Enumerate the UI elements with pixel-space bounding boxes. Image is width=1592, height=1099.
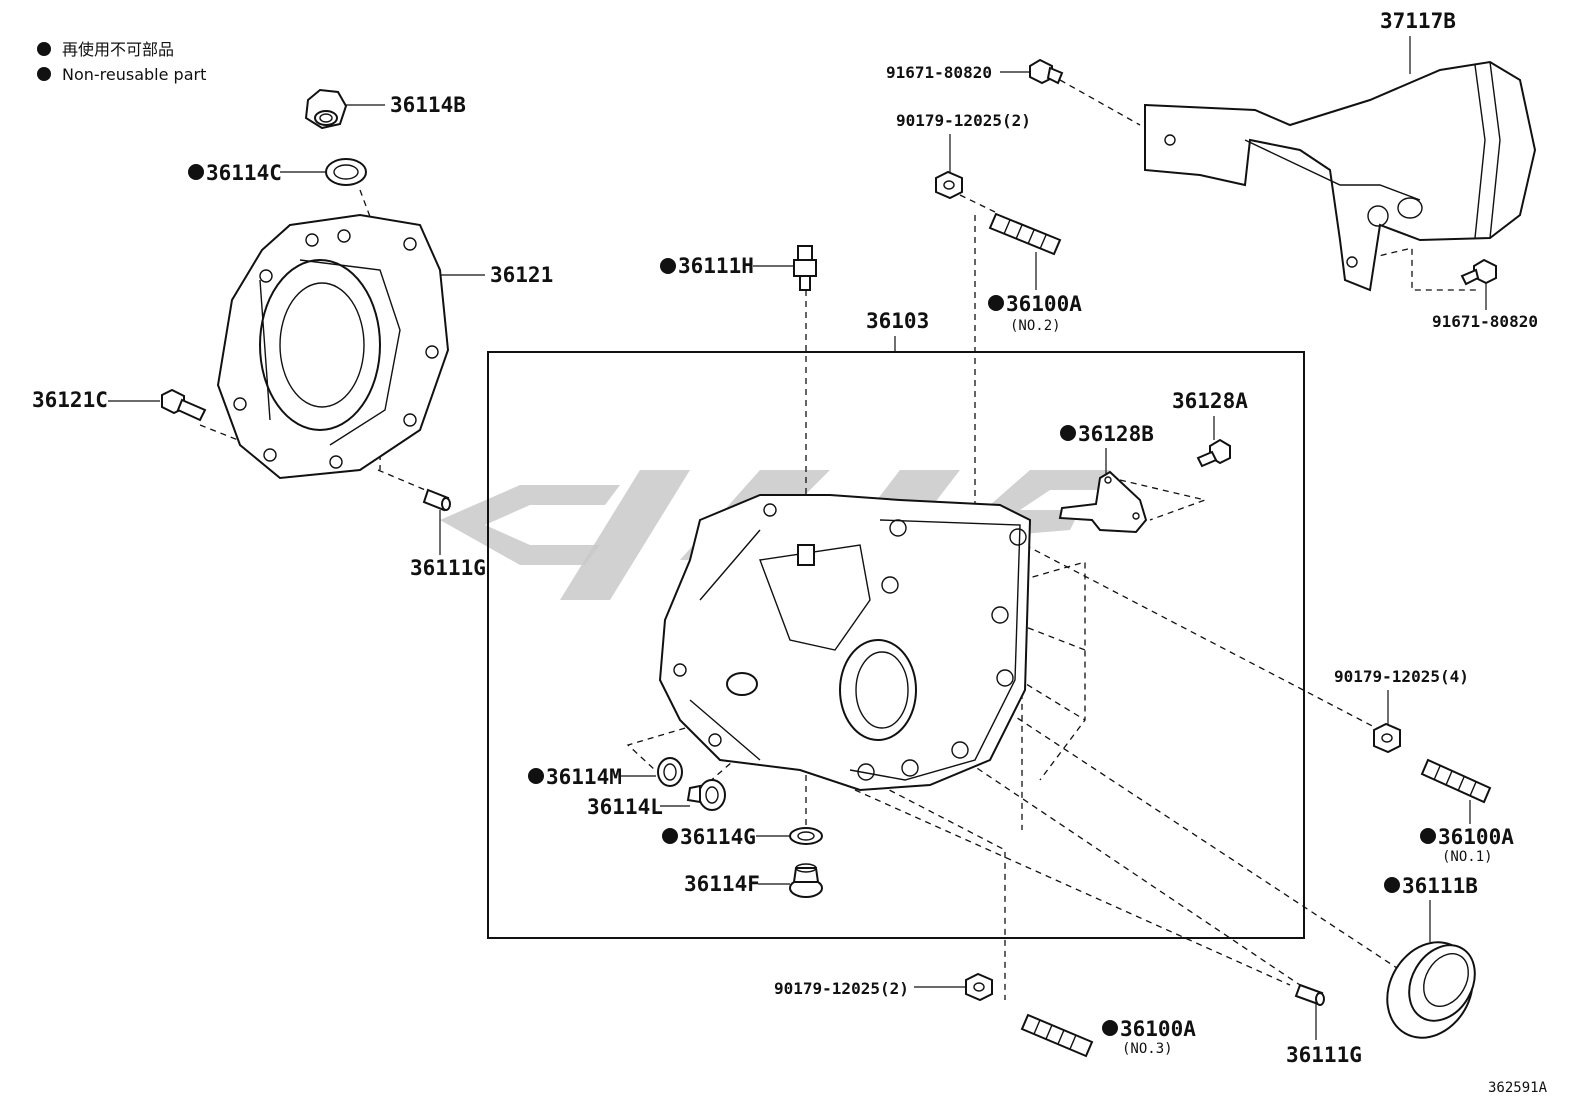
- label-36121C: 36121C: [32, 388, 108, 412]
- part-91671-bolt-right: [1460, 258, 1497, 286]
- label-36128B: 36128B: [1078, 422, 1154, 446]
- part-36128A-bolt: [1196, 438, 1231, 468]
- non-reusable-bullet-icon: [660, 258, 676, 274]
- label-36114L: 36114L: [587, 795, 663, 819]
- part-36100A-stud-no2: [988, 212, 1062, 256]
- part-36103-case: [658, 494, 1032, 792]
- non-reusable-bullet-icon: [528, 768, 544, 784]
- part-90179-nut-top: [935, 170, 963, 200]
- label-91671-right: 91671-80820: [1432, 312, 1538, 331]
- part-37117B-shield: [1144, 60, 1537, 292]
- label-36114G: 36114G: [680, 825, 756, 849]
- label-36128A: 36128A: [1172, 389, 1248, 413]
- part-90179-nut-bottom: [965, 972, 993, 1002]
- part-36121-cover: [216, 213, 450, 480]
- part-36114C-ring: [325, 158, 367, 186]
- non-reusable-bullet-icon: [662, 828, 678, 844]
- label-90179-top: 90179-12025(2): [896, 111, 1031, 130]
- label-36100A-no1: 36100A: [1438, 825, 1514, 849]
- label-36111B: 36111B: [1402, 874, 1478, 898]
- part-36114M-washer: [657, 757, 683, 787]
- label-36111G-top: 36111G: [410, 556, 486, 580]
- label-36100A-no2: 36100A: [1006, 292, 1082, 316]
- part-36111G-pin: [422, 488, 451, 512]
- part-36111B-oil-seal: [1386, 941, 1476, 1039]
- non-reusable-bullet-icon: [988, 295, 1004, 311]
- non-reusable-bullet-icon: [1384, 877, 1400, 893]
- non-reusable-bullet-icon: [37, 42, 51, 56]
- non-reusable-bullet-icon: [1420, 828, 1436, 844]
- non-reusable-bullet-icon: [37, 67, 51, 81]
- part-36114F-drain-plug: [789, 863, 823, 898]
- label-36114F: 36114F: [684, 872, 760, 896]
- non-reusable-bullet-icon: [1102, 1020, 1118, 1036]
- label-37117B: 37117B: [1380, 9, 1456, 33]
- non-reusable-bullet-icon: [1060, 425, 1076, 441]
- label-36111G-bottom: 36111G: [1286, 1043, 1362, 1067]
- part-36114G-gasket: [789, 827, 823, 845]
- label-36114C: 36114C: [206, 161, 282, 185]
- label-no2: (NO.2): [1010, 318, 1061, 334]
- label-36114M: 36114M: [546, 765, 622, 789]
- label-36114B: 36114B: [390, 93, 466, 117]
- label-36103: 36103: [866, 309, 929, 333]
- label-no1: (NO.1): [1442, 849, 1493, 865]
- part-36111H-breather: [793, 245, 817, 291]
- label-36111H: 36111H: [678, 254, 754, 278]
- part-90179-nut-right: [1373, 722, 1401, 754]
- label-no3: (NO.3): [1122, 1041, 1173, 1057]
- non-reusable-bullet-icon: [188, 164, 204, 180]
- legend-japanese: 再使用不可部品: [62, 40, 174, 59]
- part-36111G-pin-bottom: [1294, 983, 1325, 1006]
- part-36114L-plug: [686, 779, 726, 811]
- part-36100A-stud-no3: [1020, 1013, 1094, 1058]
- diagram-id: 362591A: [1488, 1080, 1548, 1096]
- label-90179-bottom: 90179-12025(2): [774, 979, 909, 998]
- part-36128B-bracket: [1058, 470, 1148, 534]
- part-36114B-nut: [304, 88, 348, 130]
- label-90179-right: 90179-12025(4): [1334, 667, 1469, 686]
- part-36100A-stud-no1: [1420, 758, 1492, 804]
- part-36121C-bolt: [161, 388, 207, 422]
- part-91671-bolt-top: [1029, 58, 1064, 85]
- legend: 再使用不可部品 Non-reusable part: [37, 40, 206, 84]
- legend-english: Non-reusable part: [62, 65, 206, 84]
- label-91671-top: 91671-80820: [886, 63, 992, 82]
- label-36100A-no3: 36100A: [1120, 1017, 1196, 1041]
- label-36121: 36121: [490, 263, 553, 287]
- assembly-box-36103: [487, 351, 1305, 939]
